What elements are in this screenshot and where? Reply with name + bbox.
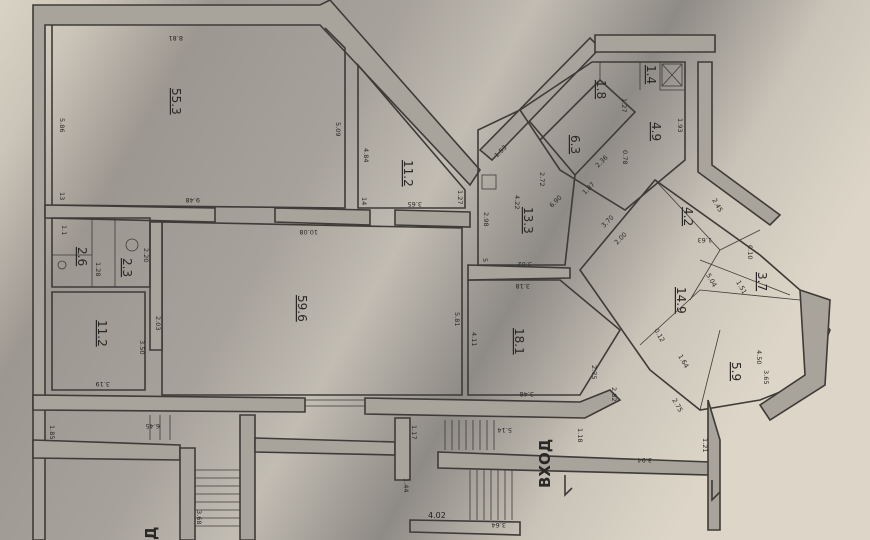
dimension-label: 2.82 xyxy=(610,387,618,401)
dimension-label: 2.20 xyxy=(142,248,150,262)
room-area-label: 4.9 xyxy=(649,122,663,141)
stairs xyxy=(149,415,513,527)
dimension-label: 1.21 xyxy=(701,438,709,452)
room-area-label: 11.2 xyxy=(95,320,109,347)
dimension-label: 3.65 xyxy=(762,370,770,384)
room-area-label: 6.3 xyxy=(568,135,582,154)
dimension-label: 3.64 xyxy=(492,521,506,529)
dimension-label: 1.27 xyxy=(456,190,464,204)
room-area-label: 2.6 xyxy=(75,247,89,266)
dimension-label: 1.27 xyxy=(620,98,628,112)
dimension-label: 9.48 xyxy=(186,196,200,204)
dimension-label: 5.14 xyxy=(498,426,512,434)
room-area-label: 3.7 xyxy=(755,272,769,291)
dimension-label: 5.86 xyxy=(58,118,66,132)
dimension-label: 4.84 xyxy=(362,148,370,162)
dimension-label: 3.50 xyxy=(138,340,146,354)
dimension-label: 2.98 xyxy=(482,212,490,226)
dimension-label: 3.19 xyxy=(96,380,110,388)
dimension-label: 4.02 xyxy=(428,511,446,520)
dimension-label: 3.94 xyxy=(638,456,652,464)
dimension-label: 1.85 xyxy=(48,425,56,439)
dimension-label: 1.18 xyxy=(576,428,584,442)
dimension-label: 1.44 xyxy=(402,478,410,492)
entrance-label: ВХОД xyxy=(536,439,554,488)
dimension-label: 4.22 xyxy=(513,195,521,209)
room-area-label: 1.8 xyxy=(594,80,608,99)
dimension-label: 8.81 xyxy=(169,34,183,42)
dimension-label: 3.02 xyxy=(518,260,532,268)
dimension-label: 0.78 xyxy=(621,150,629,164)
dimension-label: 14 xyxy=(360,197,368,205)
room-area-label: 13.3 xyxy=(521,207,535,234)
room-area-labels: 55.3 11.2 59.6 11.2 2.6 2.3 1.1 18.1 13.… xyxy=(60,65,769,381)
room-area-label: 14.9 xyxy=(674,287,688,314)
dimension-label: 1.17 xyxy=(410,425,418,439)
dimension-label: 3.18 xyxy=(516,282,530,290)
partial-label: Д xyxy=(142,527,160,540)
dimension-label: 4.11 xyxy=(470,332,478,346)
room-area-label: 1.4 xyxy=(644,65,658,84)
dimension-label: 5.81 xyxy=(453,312,461,326)
dimension-label: 13 xyxy=(58,192,66,200)
dimension-label: 3.68 xyxy=(195,510,203,524)
dimension-label: 3.48 xyxy=(520,390,534,398)
dimension-label: 2.72 xyxy=(538,172,546,186)
dimension-label: 2.03 xyxy=(154,316,162,330)
room-area-label: 2.3 xyxy=(120,258,134,277)
room-area-label: 1.1 xyxy=(60,225,68,235)
dimension-label: 5.09 xyxy=(334,122,342,136)
dimension-label: 1.63 xyxy=(698,236,712,244)
dimension-label: 0.10 xyxy=(746,245,754,259)
dimension-label: 5 xyxy=(481,258,489,262)
dimension-label: 3.65 xyxy=(408,200,422,208)
room-area-label: 55.3 xyxy=(169,88,183,115)
room-area-label: 59.6 xyxy=(295,295,309,322)
dimension-label: 10.08 xyxy=(299,228,318,236)
walls xyxy=(32,0,831,540)
room-area-label: 5.9 xyxy=(729,362,743,381)
dimension-label: 2.75 xyxy=(590,365,598,379)
dimension-label: 1.93 xyxy=(676,118,684,132)
room-area-label: 11.2 xyxy=(401,160,415,187)
room-area-label: 18.1 xyxy=(512,328,526,355)
room-area-label: 4.2 xyxy=(681,207,695,226)
dimension-label: 4.50 xyxy=(755,350,763,364)
dimension-label: 6.45 xyxy=(146,422,160,430)
dimension-label: 1.28 xyxy=(94,262,102,276)
